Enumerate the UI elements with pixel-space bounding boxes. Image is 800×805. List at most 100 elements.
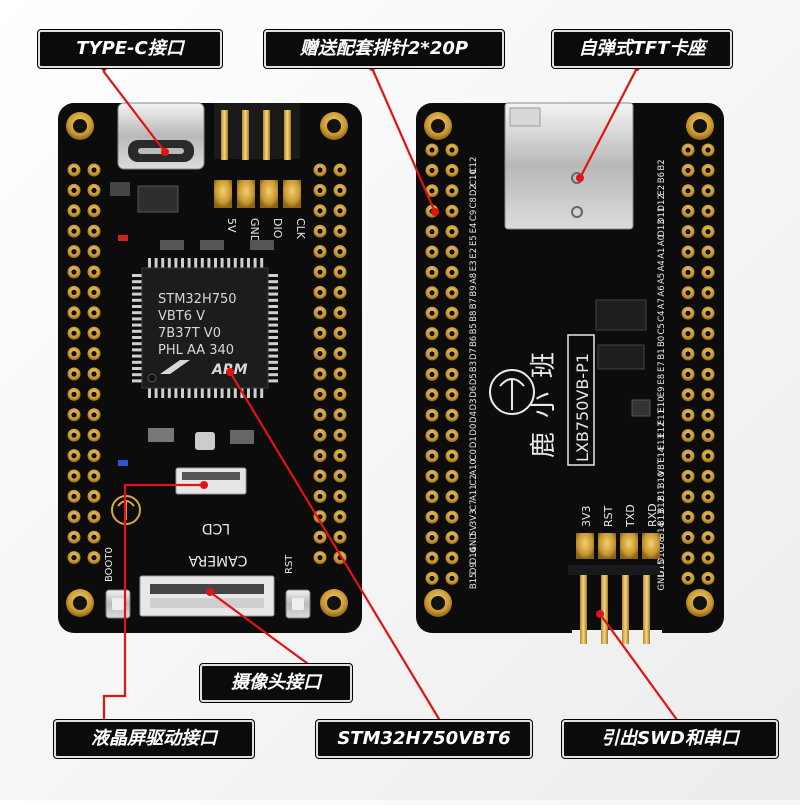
back-pin-labels-right: B2B6E2D12D11D13A0A1A4A5A6A7C4C5B0B1E7E8E… [657,159,667,590]
callout-headers: 赠送配套排针2*20P [264,30,504,68]
pin-label: D12 [657,194,667,211]
front-pin-label: CLK [294,218,307,240]
model-label-box: LXB750VB-P1 [567,334,595,466]
pin-label: D11 [657,207,667,224]
pin-label: B7 [469,298,479,309]
front-header-left [67,163,101,565]
pin-label: 5V [469,525,479,536]
mcu-chip: STM32H750 VBT6 V 7B37T V0 PHL AA 340 ARM [132,258,278,398]
front-smd-components [110,182,274,466]
pin-label: E3 [469,260,479,271]
pin-label: GND [469,533,479,553]
front-pin-label: DIO [271,218,284,239]
rst-label: RST [284,554,295,574]
pin-label: GND [657,571,667,591]
usb-c-port[interactable] [117,102,205,170]
pin-label: B12 [657,497,667,514]
callout-mcu: STM32H750VBT6 [316,720,532,758]
callout-swd: 引出SWD和串口 [562,720,778,758]
serial-pin-label: TXD [624,504,637,528]
back-smd-components [595,299,651,417]
callout-camera: 摄像头接口 [200,664,352,702]
brand-char: 小 [529,392,559,418]
back-brand-logo-icon [489,369,535,415]
pin-label: D4 [469,411,479,423]
pin-label: E2 [469,248,479,259]
pin-label: D3 [469,398,479,410]
front-pin-label: GND [248,218,261,243]
pin-label: C9 [469,210,479,221]
brand-char: 班 [529,352,559,378]
pin-label: B15 [469,572,479,589]
pin-label: E8 [657,374,667,385]
pin-label: B8 [469,311,479,322]
model-label: LXB750VB-P1 [573,353,592,462]
pin-label: A6 [657,285,667,296]
rst-button[interactable] [285,589,311,619]
pin-label: E9 [657,386,667,397]
pin-label: D9 [469,562,479,574]
pin-label: B2 [657,159,667,170]
pin-label: A7 [657,298,667,309]
lcd-connector[interactable]: LCD [175,467,247,536]
pin-label: A0 [657,235,667,246]
callout-tf: 自弹式TFT卡座 [552,30,732,68]
callout-lcd: 液晶屏驱动接口 [54,720,254,758]
pin-label: C2 [469,474,479,485]
pin-label: D1 [469,436,479,448]
back-pin-labels-left: C12C10D2C8C9E4E5E2E3A8B9B7B8B5B6D7B3D5D6… [469,157,479,590]
pin-label: A11 [469,484,479,501]
pin-label: B5 [469,323,479,334]
pin-label: D13 [657,219,667,236]
tf-card-slot[interactable] [504,102,634,230]
boot0-button[interactable] [105,589,131,619]
pin-label: B13 [657,509,667,526]
pin-label: D7 [469,348,479,360]
pin-label: C12 [469,157,479,174]
pin-label: C10 [469,169,479,186]
boot0-label: BOOT0 [104,547,115,582]
brand-char: 鹿 [529,432,559,458]
pin-label: D0 [469,424,479,436]
pin-label: B10 [657,472,667,489]
pin-label: E4 [469,223,479,234]
camera-label: CAMERA [188,552,247,568]
back-header-right [681,143,715,585]
pin-label: C8 [469,197,479,208]
pin-label: E5 [469,235,479,246]
back-board: C12C10D2C8C9E4E5E2E3A8B9B7B8B5B6D7B3D5D6… [416,102,724,644]
pin-label: D6 [469,386,479,398]
pin-label: A10 [469,459,479,476]
serial-pin-label: 3V3 [580,505,593,527]
front-board: 5V GND DIO CLK STM32H750 [58,102,362,633]
pin-label: 3V3 [469,509,479,526]
pin-label: B6 [657,172,667,183]
pin-label: D8 [657,537,667,549]
pin-label: E12 [657,422,667,438]
pin-label: C0 [469,449,479,460]
pin-label: A8 [469,273,479,284]
chip-line: PHL AA 340 [158,343,234,358]
pin-label: B1 [657,348,667,359]
pin-label: D2 [469,184,479,196]
pin-label: D5 [469,373,479,385]
serial-pin-label: RXD [646,503,659,527]
pin-label: E10 [657,396,667,412]
pin-label: B11 [657,484,667,501]
back-header-left [425,143,459,585]
pin-label: B14 [657,522,667,539]
camera-connector[interactable] [139,575,275,617]
pin-label: C5 [657,323,667,334]
chip-line: 7B37T V0 [158,326,221,341]
back-mount-holes [424,112,714,617]
serial-pin-label: RST [602,505,615,527]
pin-label: D10 [657,547,667,564]
swd-header-front: 5V GND DIO CLK [214,103,307,243]
pin-label: D14 [469,547,479,564]
pin-label: VBT [657,458,667,476]
pin-label: B0 [657,336,667,347]
pin-label: E2 [657,185,667,196]
callout-typec: TYPE-C接口 [38,30,222,68]
lcd-label: LCD [202,520,230,536]
